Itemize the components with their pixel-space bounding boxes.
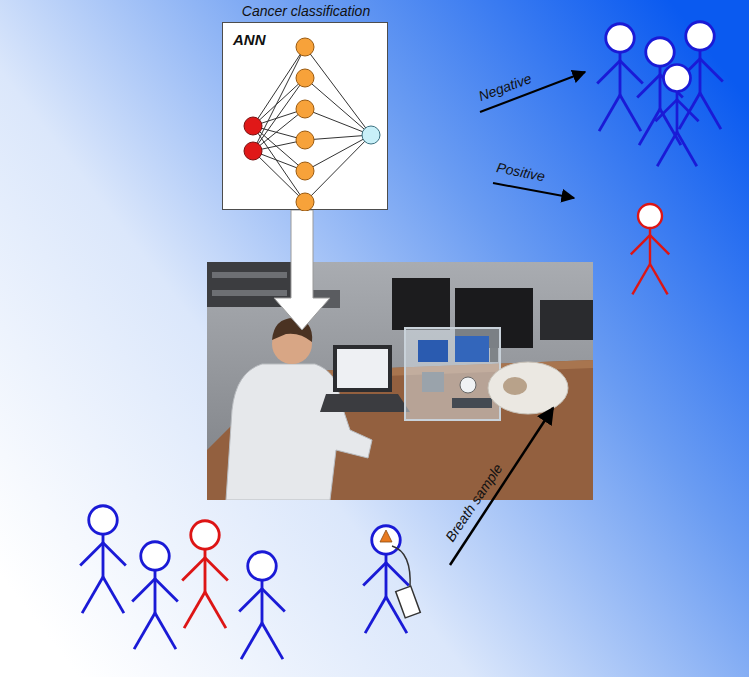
input-neuron xyxy=(244,117,262,135)
lab-photo xyxy=(212,272,287,278)
negative-group xyxy=(655,65,698,167)
sampling-person xyxy=(392,546,410,588)
lab-photo xyxy=(418,340,448,362)
synapse-line xyxy=(305,135,371,202)
neural-network-drawing xyxy=(223,23,389,211)
breath-arrow xyxy=(450,408,553,565)
lab-photo xyxy=(212,290,287,296)
synapse-line xyxy=(305,135,371,171)
lab-photo xyxy=(455,336,489,362)
hidden-neuron xyxy=(296,193,314,211)
synapse-line xyxy=(253,78,305,126)
lab-photo xyxy=(460,377,476,393)
synapse-line xyxy=(305,78,371,135)
synapse-line xyxy=(305,135,371,140)
flow-arrow xyxy=(274,210,330,330)
lab-photo xyxy=(488,362,568,414)
negative-group xyxy=(597,24,643,131)
population-group xyxy=(239,552,285,659)
hidden-neuron xyxy=(296,69,314,87)
lab-photo xyxy=(207,262,593,500)
sampling-person xyxy=(396,586,421,618)
positive-person xyxy=(631,204,669,294)
lab-photo xyxy=(452,398,492,408)
lab-photo xyxy=(422,372,444,392)
sampling-person xyxy=(363,526,409,633)
lab-photo xyxy=(333,345,392,392)
output-neuron xyxy=(362,126,380,144)
population-group xyxy=(80,506,285,659)
population-group xyxy=(80,506,126,613)
input-neuron xyxy=(244,142,262,160)
box-label: ANN xyxy=(233,31,266,48)
synapse-line xyxy=(305,47,371,135)
lab-photo xyxy=(540,300,593,340)
sampling-person xyxy=(363,526,420,633)
lab-photo xyxy=(503,377,527,395)
lab-photo xyxy=(405,328,500,420)
negative-group xyxy=(597,22,723,166)
hidden-neuron xyxy=(296,38,314,56)
synapse-line xyxy=(253,151,305,202)
hidden-neuron xyxy=(296,131,314,149)
lab-photo xyxy=(392,278,450,330)
box-heading: Cancer classification xyxy=(242,3,370,20)
lab-photo xyxy=(337,349,388,388)
hidden-neuron xyxy=(296,100,314,118)
population-group xyxy=(132,542,178,649)
lab-photo xyxy=(320,394,410,412)
sampling-person xyxy=(380,530,392,542)
positive-person xyxy=(631,204,669,294)
positive-arrow xyxy=(493,183,574,198)
lab-photo xyxy=(207,360,593,500)
ann-box: Cancer classificationANN xyxy=(222,22,388,210)
synapse-line xyxy=(305,109,371,135)
hidden-neuron xyxy=(296,162,314,180)
lab-photo xyxy=(207,262,593,500)
population-group xyxy=(182,521,228,628)
